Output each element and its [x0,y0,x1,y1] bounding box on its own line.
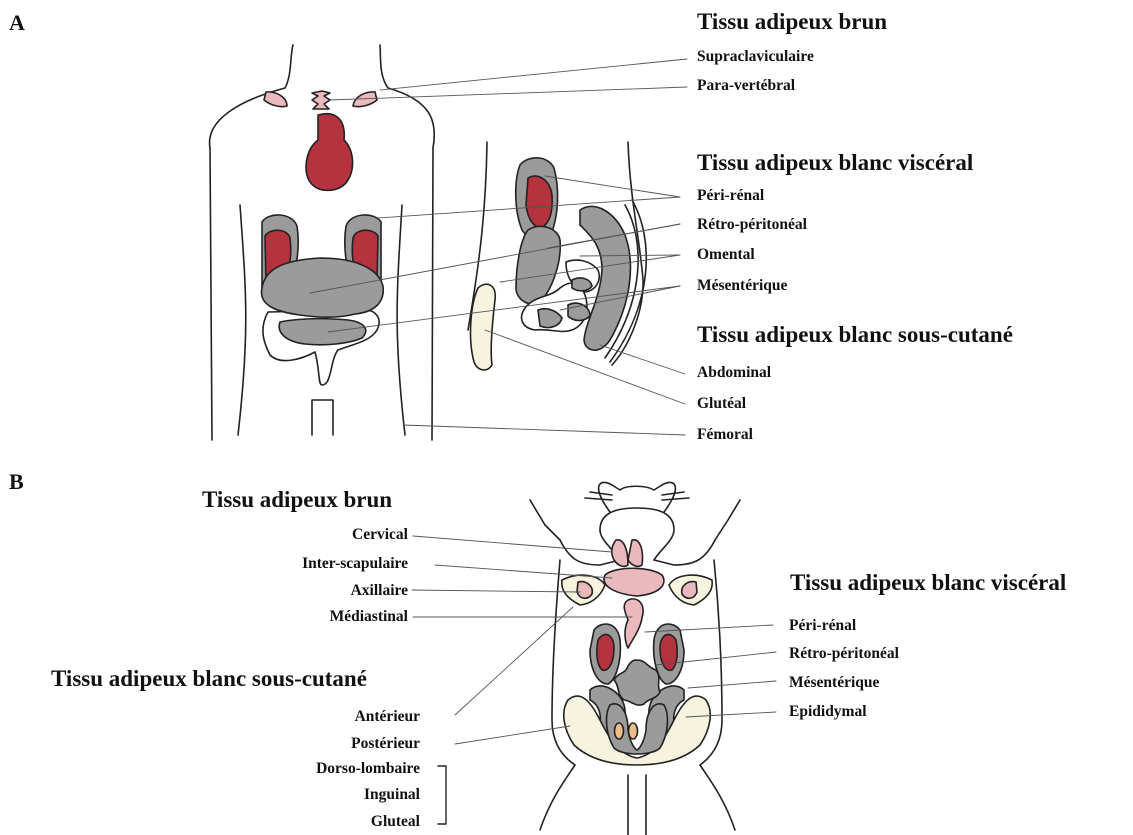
human-heart [306,114,353,191]
panel-a-visceral-retroperitoneal: Rétro-péritonéal [697,216,807,234]
panel-a-brown-supraclavicular: Supraclaviculaire [697,48,814,66]
mouse-outline [530,482,740,835]
panel-b-subcutaneous-anterior: Antérieur [355,708,420,726]
panel-b-visceral-heading: Tissu adipeux blanc viscéral [790,570,1066,596]
panel-a-visceral-mesenteric: Mésentérique [697,277,787,295]
panel-b-brown-cervical: Cervical [352,526,408,544]
panel-b-subcutaneous-gluteal: Gluteal [371,813,420,831]
panel-b-brown-interscapular: Inter-scapulaire [302,555,408,573]
panel-a-visceral-omental: Omental [697,246,755,264]
panel-b-visceral-epididymal: Epididymal [789,703,867,721]
panel-a-visceral-heading: Tissu adipeux blanc viscéral [697,150,973,176]
human-mesentery [279,319,365,345]
panel-a-label: A [9,10,25,36]
panel-b-label: B [9,469,24,495]
panel-a-brown-heading: Tissu adipeux brun [697,9,887,35]
panel-b-subcutaneous-heading: Tissu adipeux blanc sous-cutané [51,666,367,692]
panel-b-brown-mediastinal: Médiastinal [330,608,408,626]
panel-b-brown-axillary: Axillaire [351,582,408,600]
panel-b-subcutaneous-dorsolumbar: Dorso-lombaire [316,760,420,778]
human-front-brown-fat [264,91,377,109]
panel-a-subcutaneous-heading: Tissu adipeux blanc sous-cutané [697,322,1013,348]
panel-a-brown-paravertebral: Para-vertébral [697,77,795,95]
panel-a-subcutaneous-abdominal: Abdominal [697,364,771,382]
panel-b-brown-heading: Tissu adipeux brun [202,487,392,513]
panel-a-subcutaneous-gluteal: Glutéal [697,395,746,413]
panel-a-subcutaneous-femoral: Fémoral [697,426,753,444]
panel-b-visceral-perirenal: Péri-rénal [789,617,856,635]
panel-b-subcutaneous-inguinal: Inguinal [364,786,420,804]
panel-b-visceral-mesenteric: Mésentérique [789,674,879,692]
panel-b-subcutaneous-posterior: Postérieur [351,735,420,753]
panel-b-visceral-retroperitoneal: Rétro-péritonéal [789,645,899,663]
panel-a-visceral-perirenal: Péri-rénal [697,187,764,205]
human-side-subcutaneous-fat [471,284,496,370]
human-omentum [261,258,383,317]
